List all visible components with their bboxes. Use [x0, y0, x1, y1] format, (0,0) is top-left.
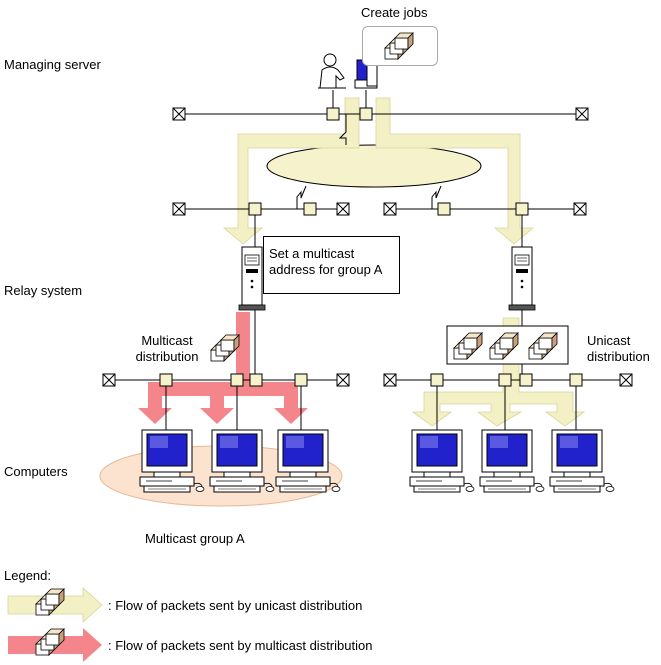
legend-title: Legend:: [4, 568, 51, 583]
computer-icon: [479, 429, 545, 493]
unicast-distribution-line1: Unicast: [587, 333, 631, 348]
unicast-distribution-line2: distribution: [587, 349, 650, 364]
unicast-distribution-label: Unicast distribution: [587, 333, 661, 365]
node-icon: [249, 373, 263, 387]
wan-cloud: [266, 144, 482, 188]
unicast-flow-bands: [222, 97, 586, 427]
relay-note-box: Set a multicast address for group A: [263, 236, 400, 294]
multicast-distribution-line2: distribution: [135, 349, 199, 364]
legend-multicast-text: : Flow of packets sent by multicast dist…: [108, 638, 373, 653]
multicast-flow-bands: [138, 312, 308, 424]
computer-icon: [275, 429, 341, 493]
job-package-icon: [384, 32, 414, 60]
terminator-icon: [336, 373, 350, 387]
terminator-icon: [573, 202, 587, 216]
terminator-icon: [383, 373, 397, 387]
node-icon: [498, 373, 512, 387]
node-icon: [569, 373, 583, 387]
relay-system-label: Relay system: [4, 283, 83, 298]
package-icon: [211, 335, 239, 361]
computers-label: Computers: [4, 464, 68, 479]
node-icon: [159, 373, 173, 387]
computer-icon: [549, 429, 615, 493]
node-icon: [248, 202, 262, 216]
managing-server-label: Managing server: [4, 57, 101, 72]
multicast-distribution-line1: Multicast: [141, 333, 193, 348]
create-jobs-label: Create jobs: [361, 5, 428, 20]
terminator-icon: [172, 202, 186, 216]
node-icon: [303, 202, 317, 216]
multicast-group-label: Multicast group A: [145, 531, 245, 546]
router-link-left: [296, 185, 307, 209]
node-icon: [359, 107, 373, 121]
node-icon: [437, 202, 451, 216]
node-icon: [294, 373, 308, 387]
node-icon: [326, 107, 340, 121]
multicast-distribution-label: Multicast distribution: [122, 333, 212, 365]
relay-server-right-icon: [508, 246, 536, 311]
relay-server-left-icon: [238, 246, 266, 311]
router-link-right: [431, 185, 442, 209]
operator-terminal-icon: [318, 53, 378, 89]
router-link-top: [338, 114, 347, 145]
terminator-icon: [102, 373, 116, 387]
node-icon: [519, 373, 533, 387]
node-icon: [515, 202, 529, 216]
terminator-icon: [575, 107, 589, 121]
terminator-icon: [619, 373, 633, 387]
legend-unicast-text: : Flow of packets sent by unicast distri…: [108, 598, 363, 613]
computer-icon: [409, 429, 475, 493]
terminator-icon: [383, 202, 397, 216]
node-icon: [230, 373, 244, 387]
relay-note-text: Set a multicast address for group A: [269, 246, 383, 277]
terminator-icon: [336, 202, 350, 216]
node-icon: [430, 373, 444, 387]
terminator-icon: [172, 107, 186, 121]
